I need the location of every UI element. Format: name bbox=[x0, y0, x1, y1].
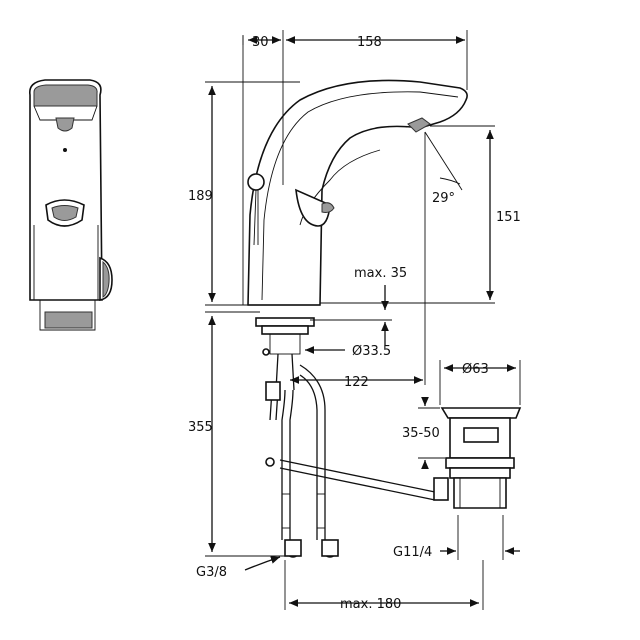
dim-top-left-width: 30 bbox=[252, 35, 269, 50]
dim-drain-height-range: 35-50 bbox=[402, 426, 440, 441]
faucet-side-view bbox=[247, 79, 468, 306]
dim-hose-length: 355 bbox=[188, 420, 213, 435]
dim-spout-height: 151 bbox=[496, 210, 521, 225]
dim-max-deck-thickness: max. 35 bbox=[354, 266, 407, 281]
dim-drain-diameter: Ø63 bbox=[462, 362, 489, 377]
dim-tail-offset: 122 bbox=[344, 375, 369, 390]
front-view bbox=[28, 79, 113, 331]
dim-top-spout-length: 158 bbox=[357, 35, 382, 50]
dimension-labels: 30 158 189 151 29° max. 35 Ø33.5 122 Ø63… bbox=[188, 35, 521, 612]
dimension-lines bbox=[205, 30, 521, 610]
dim-body-height: 189 bbox=[188, 189, 213, 204]
mounting-and-hoses bbox=[255, 317, 449, 558]
dim-drain-thread: G11/4 bbox=[393, 545, 432, 560]
dim-mounting-hole-diameter: Ø33.5 bbox=[352, 344, 391, 359]
dim-max-hose-spread: max. 180 bbox=[340, 597, 401, 612]
dim-hose-thread: G3/8 bbox=[196, 565, 227, 580]
drain-assembly bbox=[440, 407, 522, 509]
dim-sensor-angle: 29° bbox=[432, 191, 455, 206]
